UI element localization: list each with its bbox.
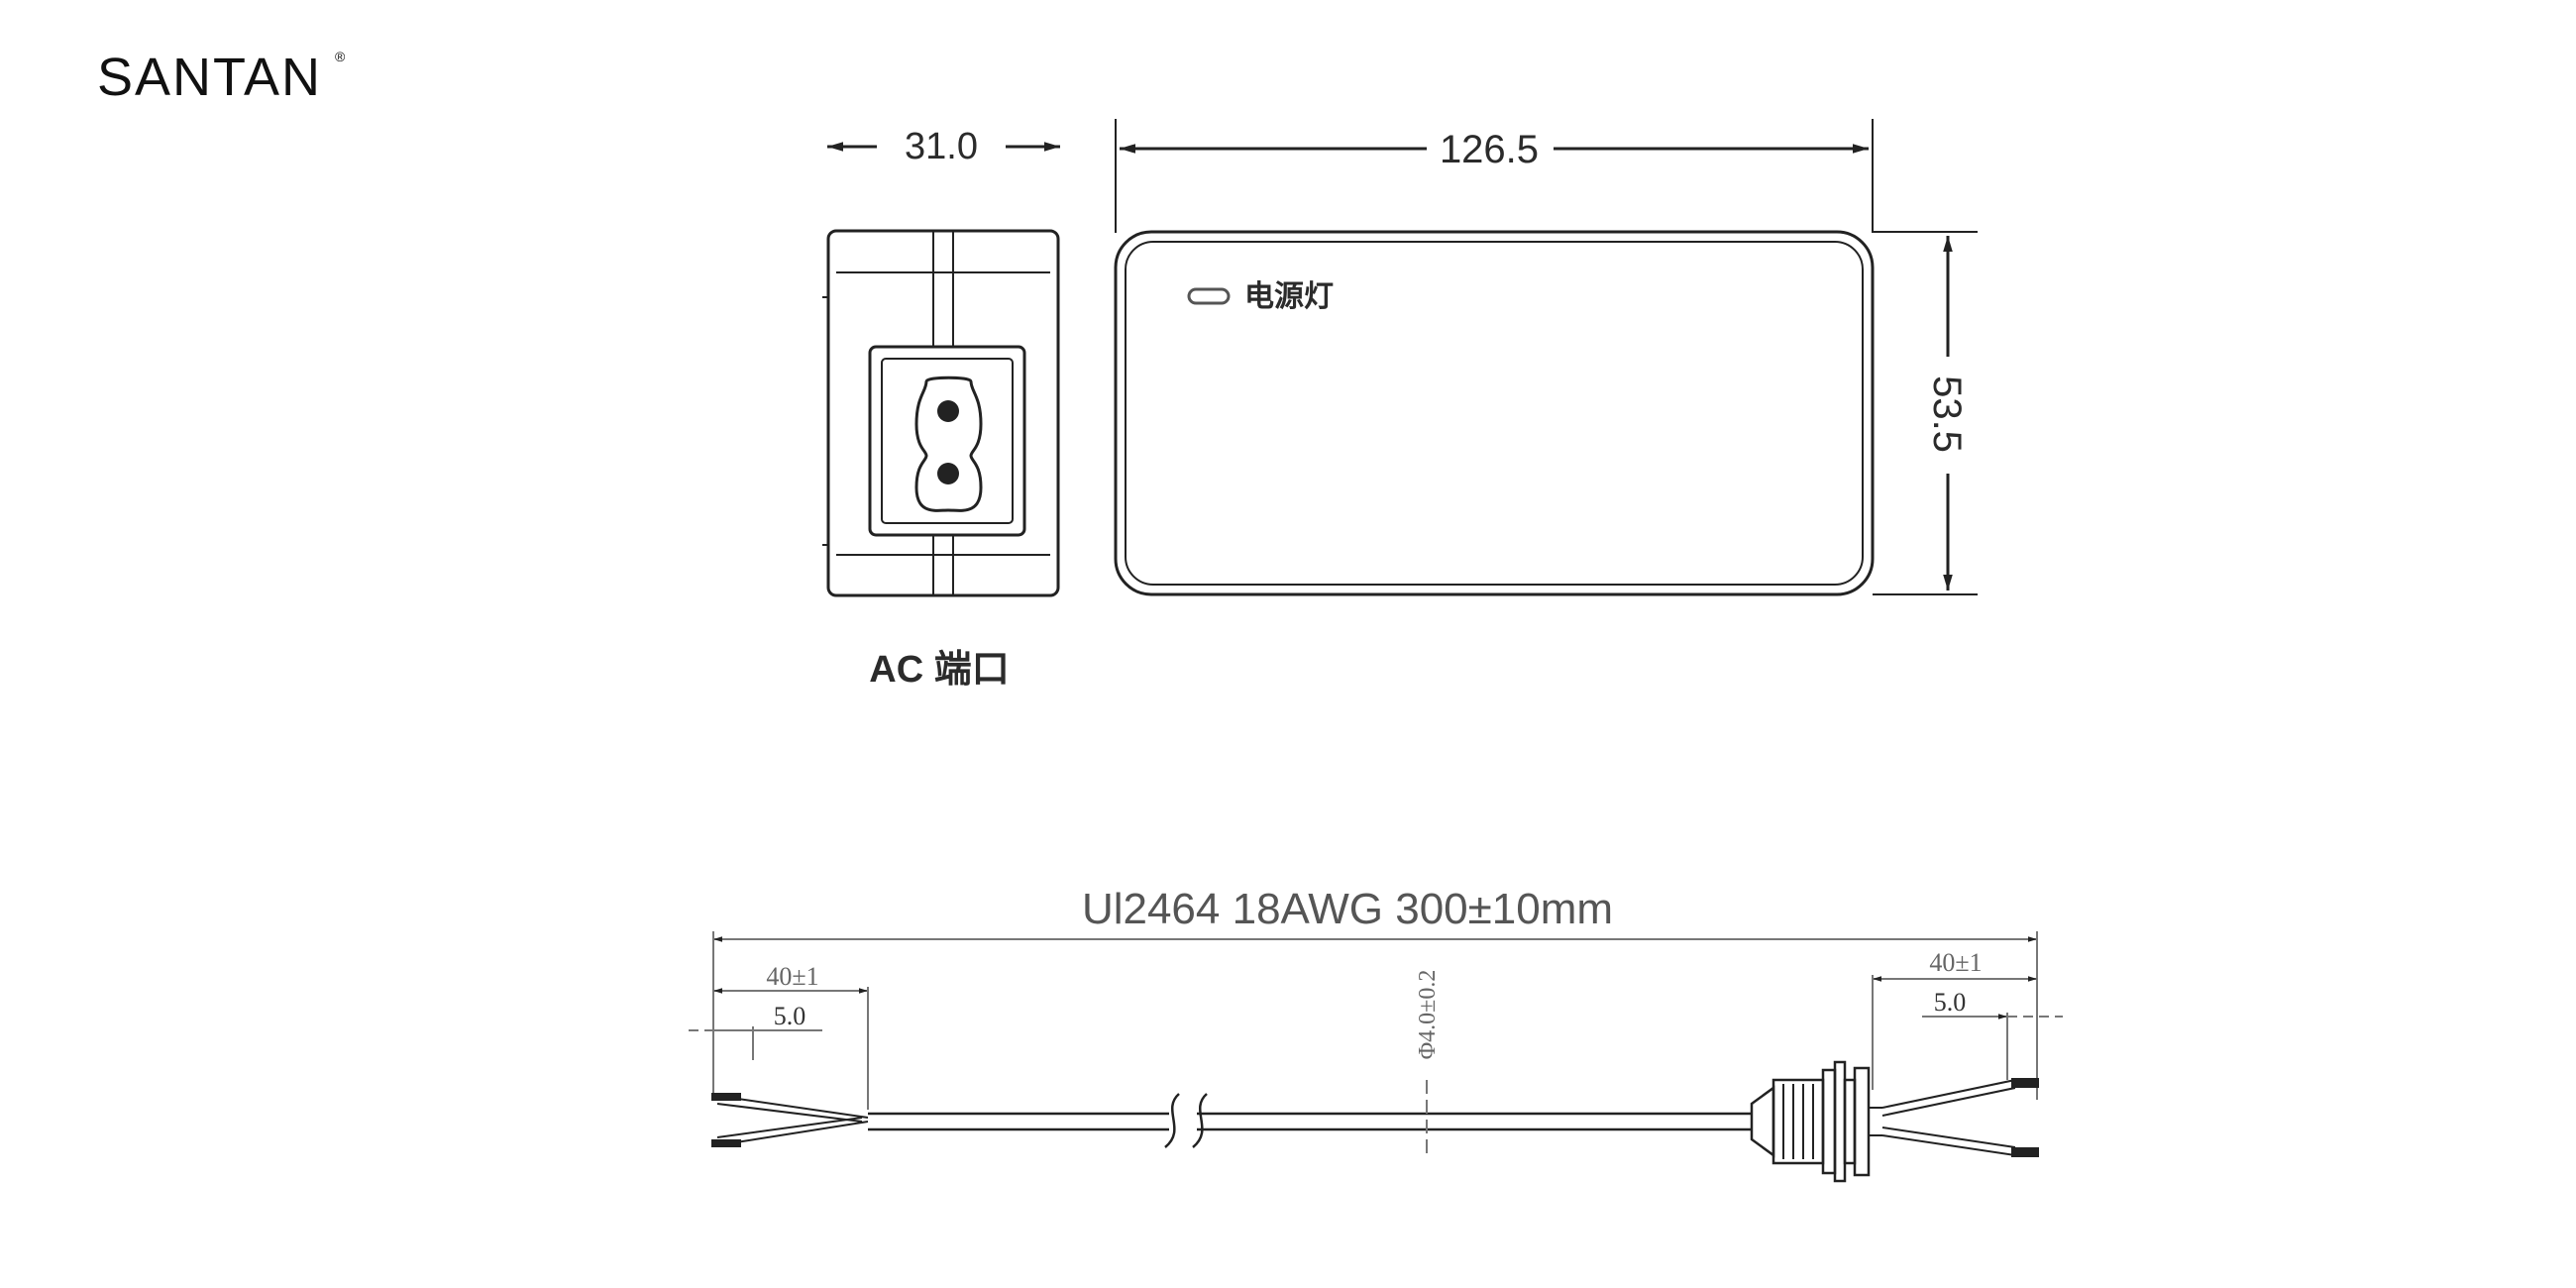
cable-drawing: Ul2464 18AWG 300±10mm 40±1 5.0 Φ4.0±0.2 xyxy=(689,885,2063,1183)
strain-relief xyxy=(1750,1060,1882,1183)
brand-name: SANTAN xyxy=(97,48,322,107)
power-led-label: 电源灯 xyxy=(1244,280,1334,313)
height-dimension: 53.5 xyxy=(1925,376,1969,453)
cable-diameter: Φ4.0±0.2 xyxy=(1415,970,1441,1060)
power-led xyxy=(1187,287,1231,305)
right-wire-tip-bottom xyxy=(2011,1147,2039,1157)
right-wire-tip-top xyxy=(2011,1078,2039,1088)
ac-pin-bottom xyxy=(937,463,959,484)
cable-break-mark-2 xyxy=(1192,1093,1208,1148)
right-strip-length: 40±1 xyxy=(1929,948,1982,977)
brand-logo: SANTAN ® xyxy=(97,48,346,107)
brand-registered-mark: ® xyxy=(335,49,346,64)
right-tin-length: 5.0 xyxy=(1934,988,1967,1017)
ac-inlet-frame xyxy=(868,345,1026,537)
top-view: 126.5 电源灯 53.5 xyxy=(1114,119,1978,596)
ac-pin-top xyxy=(937,400,959,422)
length-dimension: 126.5 xyxy=(1440,128,1539,171)
top-view-body xyxy=(1114,230,1875,596)
left-wire-tip-bottom xyxy=(711,1139,741,1147)
ac-port-label: AC 端口 xyxy=(869,649,1009,691)
left-tin-length: 5.0 xyxy=(774,1002,806,1030)
left-wire-tip-top xyxy=(711,1093,741,1101)
left-strip-length: 40±1 xyxy=(766,962,818,991)
width-dimension: 31.0 xyxy=(905,126,978,167)
end-view: 31.0 AC 端口 xyxy=(822,126,1060,691)
cable-spec: Ul2464 18AWG 300±10mm xyxy=(1082,885,1613,933)
cable-break-mark-1 xyxy=(1164,1093,1180,1148)
end-view-body xyxy=(826,229,1060,597)
ac-socket-outline xyxy=(914,376,983,512)
